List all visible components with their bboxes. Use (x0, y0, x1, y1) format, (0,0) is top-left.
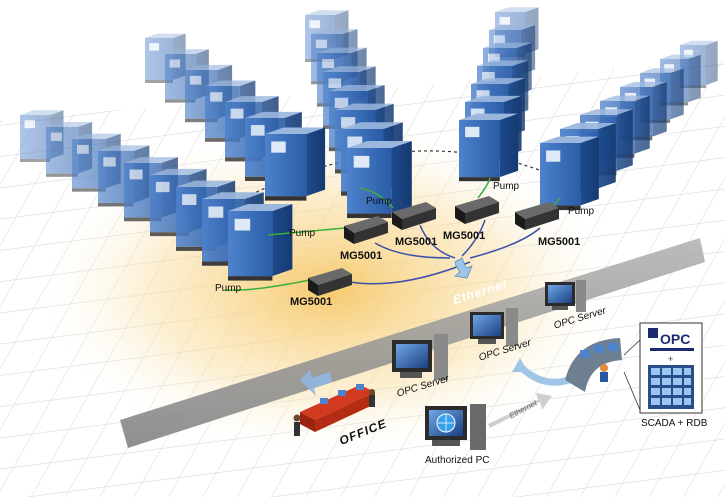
pump-unit (459, 113, 519, 182)
desk-icon (300, 384, 375, 432)
gateway-device (344, 216, 388, 244)
gateway-device (455, 196, 499, 224)
gateway-device (392, 202, 436, 230)
pump-unit (347, 140, 412, 219)
gateway-label: MG5001 (290, 296, 333, 308)
svg-text:OPC: OPC (660, 331, 690, 347)
operator-console (565, 338, 622, 392)
pump-label: Pump (289, 228, 316, 239)
pump-unit (228, 204, 293, 281)
bus-links (349, 219, 541, 285)
pump-label: Pump (215, 283, 242, 294)
gateway-label: MG5001 (443, 230, 486, 242)
person-icon (293, 389, 375, 436)
pump-label: Pump (493, 181, 520, 192)
arrow-icon (488, 393, 552, 428)
scada-label: SCADA + RDB (641, 418, 708, 429)
gateway-device (515, 202, 559, 230)
server-pc (545, 280, 586, 312)
gateway-label: MG5001 (538, 236, 581, 248)
pump-label: Pump (366, 196, 393, 207)
pump-unit (265, 127, 326, 201)
pump-unit (540, 136, 599, 211)
opc-foundation-logo: OPC + (639, 322, 703, 414)
globe-icon (425, 404, 486, 450)
pump-label: Pump (568, 206, 595, 217)
authorized-pc-label: Authorized PC (425, 455, 490, 466)
gateway-label: MG5001 (340, 250, 383, 262)
pump-fleet (20, 7, 718, 281)
server-pc (470, 308, 518, 346)
server-pc (392, 334, 448, 380)
svg-text:+: + (668, 354, 673, 364)
arrow-icon (300, 370, 332, 396)
gateway-label: MG5001 (395, 236, 438, 248)
pump-ring (239, 150, 576, 201)
pump-unit (20, 110, 64, 162)
gateway-device (308, 268, 352, 296)
arrow-icon (454, 257, 473, 279)
